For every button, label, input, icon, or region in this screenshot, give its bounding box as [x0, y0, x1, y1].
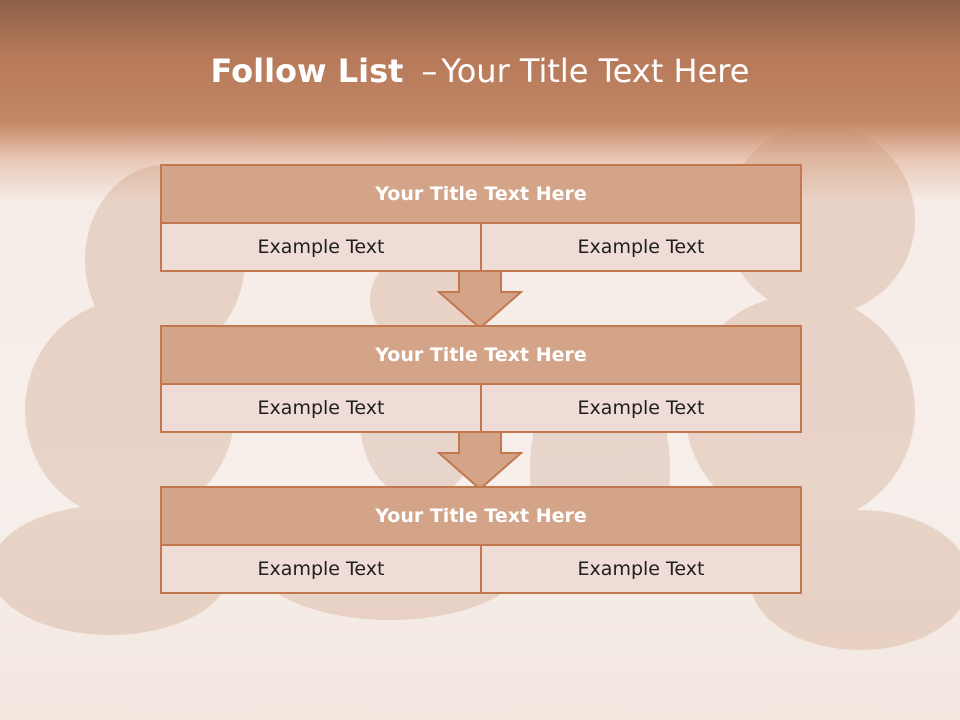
- block-title: Your Title Text Here: [160, 486, 802, 546]
- list-block-1: Your Title Text Here Example Text Exampl…: [160, 164, 802, 272]
- slide-title: Follow List–Your Title Text Here: [0, 52, 960, 90]
- slide-title-dash: –: [421, 52, 438, 90]
- block-left-cell: Example Text: [160, 544, 482, 594]
- block-right-cell: Example Text: [480, 383, 802, 433]
- block-title: Your Title Text Here: [160, 325, 802, 385]
- block-left-cell: Example Text: [160, 383, 482, 433]
- block-right-cell: Example Text: [480, 222, 802, 272]
- down-arrow-icon: [437, 431, 523, 491]
- block-title: Your Title Text Here: [160, 164, 802, 224]
- down-arrow-icon: [437, 270, 523, 330]
- list-block-3: Your Title Text Here Example Text Exampl…: [160, 486, 802, 594]
- list-block-2: Your Title Text Here Example Text Exampl…: [160, 325, 802, 433]
- block-left-cell: Example Text: [160, 222, 482, 272]
- block-right-cell: Example Text: [480, 544, 802, 594]
- slide-title-rest: Your Title Text Here: [441, 52, 750, 90]
- slide-title-bold: Follow List: [210, 52, 404, 90]
